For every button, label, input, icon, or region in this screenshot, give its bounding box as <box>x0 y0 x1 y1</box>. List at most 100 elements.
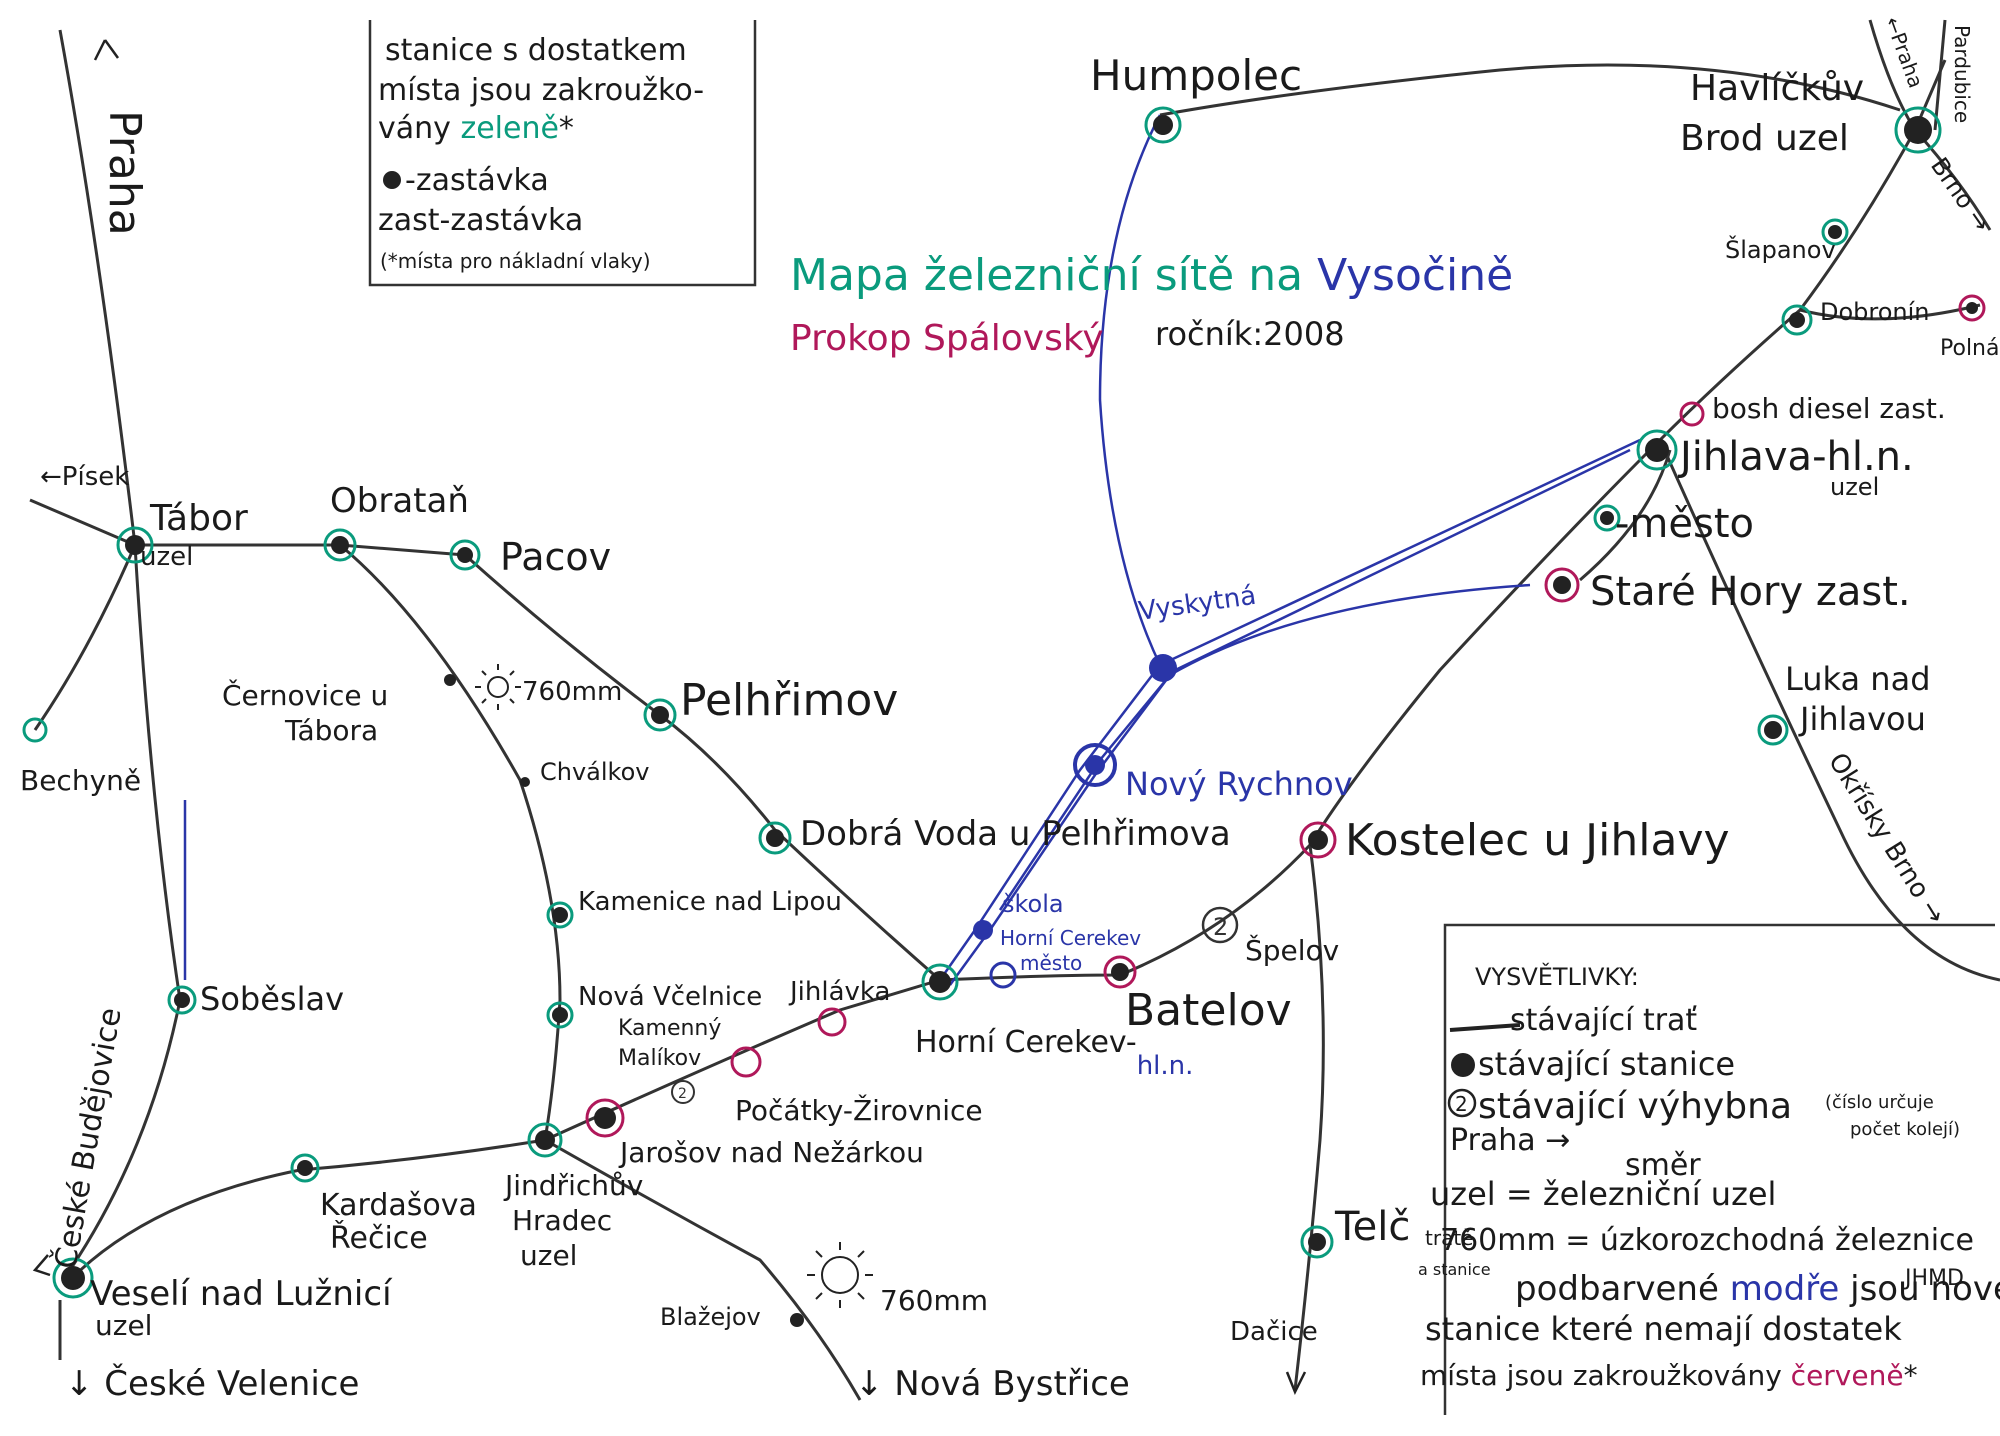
label-slapanov: Šlapanov <box>1725 234 1836 264</box>
planned-vyskytna-starehory <box>1169 583 1531 677</box>
direction-pardubice: Pardubice <box>1950 25 1974 123</box>
green-ring-jihlava <box>1636 429 1678 471</box>
red-ring-bosch <box>1679 401 1705 427</box>
track-tabor-veseli <box>68 544 182 1271</box>
label-cernovice-2: Tábora <box>284 714 378 747</box>
map-title: Mapa železniční sítě na Vysočině <box>790 250 1513 301</box>
station-dot-kardasova <box>297 1160 313 1176</box>
green-ring-slapanov <box>1821 218 1849 246</box>
label-jihlavka: Jihlávka <box>788 977 890 1007</box>
station-dot-luka <box>1764 721 1782 739</box>
legend-loop-icon <box>1447 1088 1477 1118</box>
passing-loop-spelov-count: 2 <box>1213 913 1228 941</box>
green-ring-tabor <box>116 526 154 564</box>
label-spelov: Špelov <box>1245 933 1339 967</box>
legend-loop-note: (číslo určuje <box>1825 1092 1934 1113</box>
track-tabor-pisek <box>29 498 136 547</box>
legend-top-line3: vány zeleně* <box>378 111 574 146</box>
label-kamenny-malikov-2: Malíkov <box>618 1046 701 1071</box>
green-ring-havlickuv-brod <box>1894 106 1942 154</box>
legend-top-line2: místa jsou zakroužko- <box>378 73 704 108</box>
label-kardasova-2: Řečice <box>330 1220 428 1256</box>
red-ring-kostelec <box>1299 821 1337 859</box>
label-jihlava-uzel: uzel <box>1830 473 1879 501</box>
legend-existing-station: stávající stanice <box>1478 1045 1735 1083</box>
label-jindrichuv-hradec-2: Hradec <box>512 1204 612 1237</box>
legend-loop-note-2: počet kolejí) <box>1850 1119 1960 1140</box>
legend-passing-loop: stávající výhybna <box>1478 1086 1792 1127</box>
label-havlickuv-brod-2: Brod uzel <box>1680 118 1849 159</box>
green-ring-pacov <box>449 539 481 571</box>
track-dobronin-polna <box>1799 303 1981 321</box>
station-dot-dobra-voda <box>766 829 784 847</box>
station-markers: 2 2 <box>22 39 1986 1396</box>
legend-top-line1: stanice s dostatkem <box>385 33 687 68</box>
direction-okrisky-brno: Okřísky Brno → <box>1822 748 1951 930</box>
label-telc: Telč <box>1334 1204 1410 1250</box>
label-nova-vcelnice: Nová Včelnice <box>578 982 762 1012</box>
green-ring-bechyne <box>22 717 48 743</box>
station-dot-jihlava-mesto <box>1600 511 1614 525</box>
label-stare-hory: Staré Hory zast. <box>1590 569 1911 615</box>
direction-ceske-velenice: ↓ České Velenice <box>65 1363 359 1404</box>
passing-loop-kamenny <box>671 1080 695 1104</box>
legend-tracks-word: tratě <box>1425 1226 1473 1250</box>
direction-brno: Brno → <box>1925 152 1996 236</box>
green-ring-luka <box>1757 714 1789 746</box>
green-ring-telc <box>1300 1225 1334 1259</box>
label-cernovice: Černovice u <box>222 678 388 712</box>
stop-symbol-icon <box>383 171 401 189</box>
author-year: ročník:2008 <box>1155 315 1345 353</box>
station-dot-horni-cerekev <box>929 971 951 993</box>
legend-direction-meaning: směr <box>1625 1148 1701 1183</box>
red-ring-batelov <box>1103 955 1137 989</box>
red-ring-pocatky <box>730 1046 762 1078</box>
green-ring-kamenice <box>546 901 574 929</box>
label-pocatky: Počátky-Žirovnice <box>735 1093 983 1127</box>
green-ring-veseli <box>52 1257 94 1299</box>
label-kostelec: Kostelec u Jihlavy <box>1345 815 1730 866</box>
legend-top-line6: (*místa pro nákladní vlaky) <box>380 249 651 273</box>
planned-vyskytna-hornicerekev-a <box>938 664 1161 981</box>
legend-station-icon <box>1451 1053 1475 1077</box>
author-name: Prokop Spálovský <box>790 318 1104 359</box>
direction-dacice: Dačice <box>1230 1317 1318 1347</box>
label-dobra-voda: Dobrá Voda u Pelhřimova <box>800 814 1231 854</box>
station-dot-jindrichuv-hradec <box>535 1130 555 1150</box>
label-jihlava: Jihlava-hl.n. <box>1677 434 1914 480</box>
direction-ceske-budejovice: České Budějovice <box>46 1005 128 1272</box>
label-jarosov: Jarošov nad Nežárkou <box>618 1136 924 1169</box>
track-jh-kostelec <box>544 843 1312 1142</box>
legend-top-line4: -zastávka <box>405 163 549 198</box>
station-dot-humpolec <box>1153 115 1173 135</box>
legend-box-top <box>368 20 757 287</box>
label-obratan: Obrataň <box>330 481 469 521</box>
label-blazejov: Blažejov <box>660 1303 761 1331</box>
station-dot-kamenice <box>552 907 568 923</box>
label-kamenice: Kamenice nad Lipou <box>578 887 842 917</box>
arrow-downleft-icon <box>32 1254 51 1277</box>
legend-direction-example: Praha → <box>1450 1123 1570 1158</box>
green-ring-kardasova <box>290 1153 320 1183</box>
track-havlickuv-pardubice <box>1933 19 1947 131</box>
narrow-gauge-icon <box>807 1242 873 1308</box>
green-ring-dobra-voda <box>758 821 792 855</box>
arrow-down-icon <box>1285 1371 1307 1396</box>
station-dot-dobronin <box>1789 312 1805 328</box>
legend-narrow-gauge: 760mm = úzkorozchodná železnice <box>1440 1223 1974 1258</box>
green-ring-horni-cerekev <box>921 963 959 1001</box>
legend-top-line5: zast-zastávka <box>378 203 583 238</box>
green-ring-sobeslav <box>167 985 197 1015</box>
label-chvalkov: Chválkov <box>540 758 649 786</box>
station-dot-veseli <box>61 1266 85 1290</box>
label-kamenny-malikov: Kamenný <box>618 1016 721 1041</box>
track-jihlava-okrisky <box>1658 439 2000 982</box>
station-dot-jarosov <box>594 1107 616 1129</box>
existing-tracks <box>29 19 2000 1401</box>
label-veseli-uzel: uzel <box>95 1309 152 1342</box>
station-dot-batelov <box>1111 963 1129 981</box>
planned-humpolec-vyskytna <box>1098 114 1162 666</box>
legend-new-highlight: podbarvené modře jsou nové <box>1515 1269 2000 1309</box>
legend-loop-icon-count: 2 <box>1455 1092 1468 1116</box>
